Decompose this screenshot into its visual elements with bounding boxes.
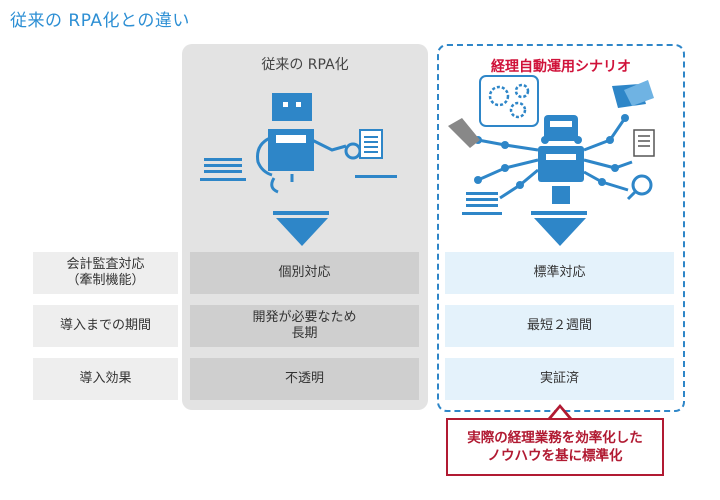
paper-stack-left-icon <box>200 158 246 181</box>
magnifier-icon <box>626 174 653 201</box>
new-cell-effect: 実証済 <box>445 358 674 400</box>
folder-stack-icon <box>612 80 654 108</box>
row-label-period: 導入までの期間 <box>33 305 178 347</box>
document-icon <box>359 129 383 159</box>
legacy-column-header: 従来の RPA化 <box>261 57 349 73</box>
wrench-icon <box>448 118 480 148</box>
arrow-down-new-icon <box>531 211 587 246</box>
legacy-cell-effect: 不透明 <box>190 358 419 400</box>
legacy-cell-audit: 個別対応 <box>190 252 419 294</box>
paper-tray-right-icon <box>355 175 397 178</box>
callout-box: 実際の経理業務を効率化した ノウハウを基に標準化 <box>446 418 664 476</box>
joint-dots <box>474 114 629 189</box>
new-cell-audit: 標準対応 <box>445 252 674 294</box>
gear-thought-icon <box>479 75 539 127</box>
arrow-down-icon <box>273 211 329 246</box>
scenario-robot-icon <box>538 115 584 204</box>
new-column-header: 経理自動運用シナリオ <box>491 59 631 75</box>
new-cell-period: 最短２週間 <box>445 305 674 347</box>
callout-pointer <box>548 404 572 419</box>
page-title: 従来の RPA化との違い <box>10 11 190 31</box>
legacy-robot-icon <box>256 93 362 194</box>
legacy-cell-period: 開発が必要なため 長期 <box>190 305 419 347</box>
row-label-effect: 導入効果 <box>33 358 178 400</box>
document-right-icon <box>633 129 655 157</box>
row-label-audit: 会計監査対応 （牽制機能） <box>33 252 178 294</box>
paper-stack-new-icon <box>462 192 502 215</box>
